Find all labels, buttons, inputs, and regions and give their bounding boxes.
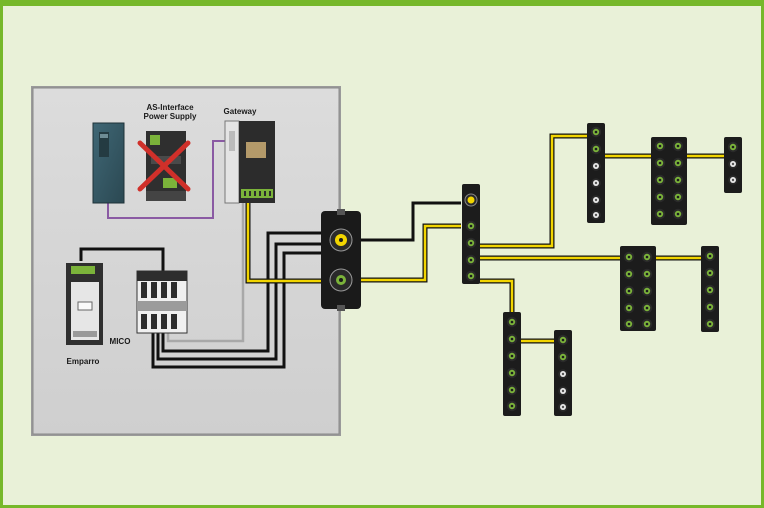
asi-power-supply-label-line2: Power Supply: [144, 112, 197, 121]
external-black-cable: [361, 201, 461, 242]
io-module-double: [651, 137, 687, 225]
emparro-label: Emparro: [67, 357, 100, 366]
emparro-power-supply: [66, 263, 103, 345]
io-module-small: [724, 137, 742, 193]
io-module: [587, 123, 605, 223]
wiring-diagram: AS-Interface Power Supply Gateway Emparr…: [31, 86, 742, 436]
black-cables: [79, 231, 321, 369]
io-module: [701, 246, 719, 332]
asi-yellow-cable-external: [361, 133, 728, 344]
cross-out-icon: [137, 140, 191, 192]
asi-yellow-cable-cabinet: [245, 201, 323, 284]
profinet-cable: [107, 140, 225, 219]
io-module-double: [620, 246, 656, 331]
gateway-module: [224, 120, 275, 204]
gateway-label: Gateway: [224, 107, 257, 116]
io-module: [554, 330, 572, 416]
io-module: [503, 312, 521, 416]
plc-module: [92, 122, 125, 204]
asi-power-supply-label-line1: AS-Interface: [146, 103, 194, 112]
cabinet-feedthrough-connector: [321, 209, 361, 311]
mico-label: MICO: [110, 337, 131, 346]
mico-module: [136, 270, 188, 334]
asi-distributor-module: [462, 184, 480, 284]
